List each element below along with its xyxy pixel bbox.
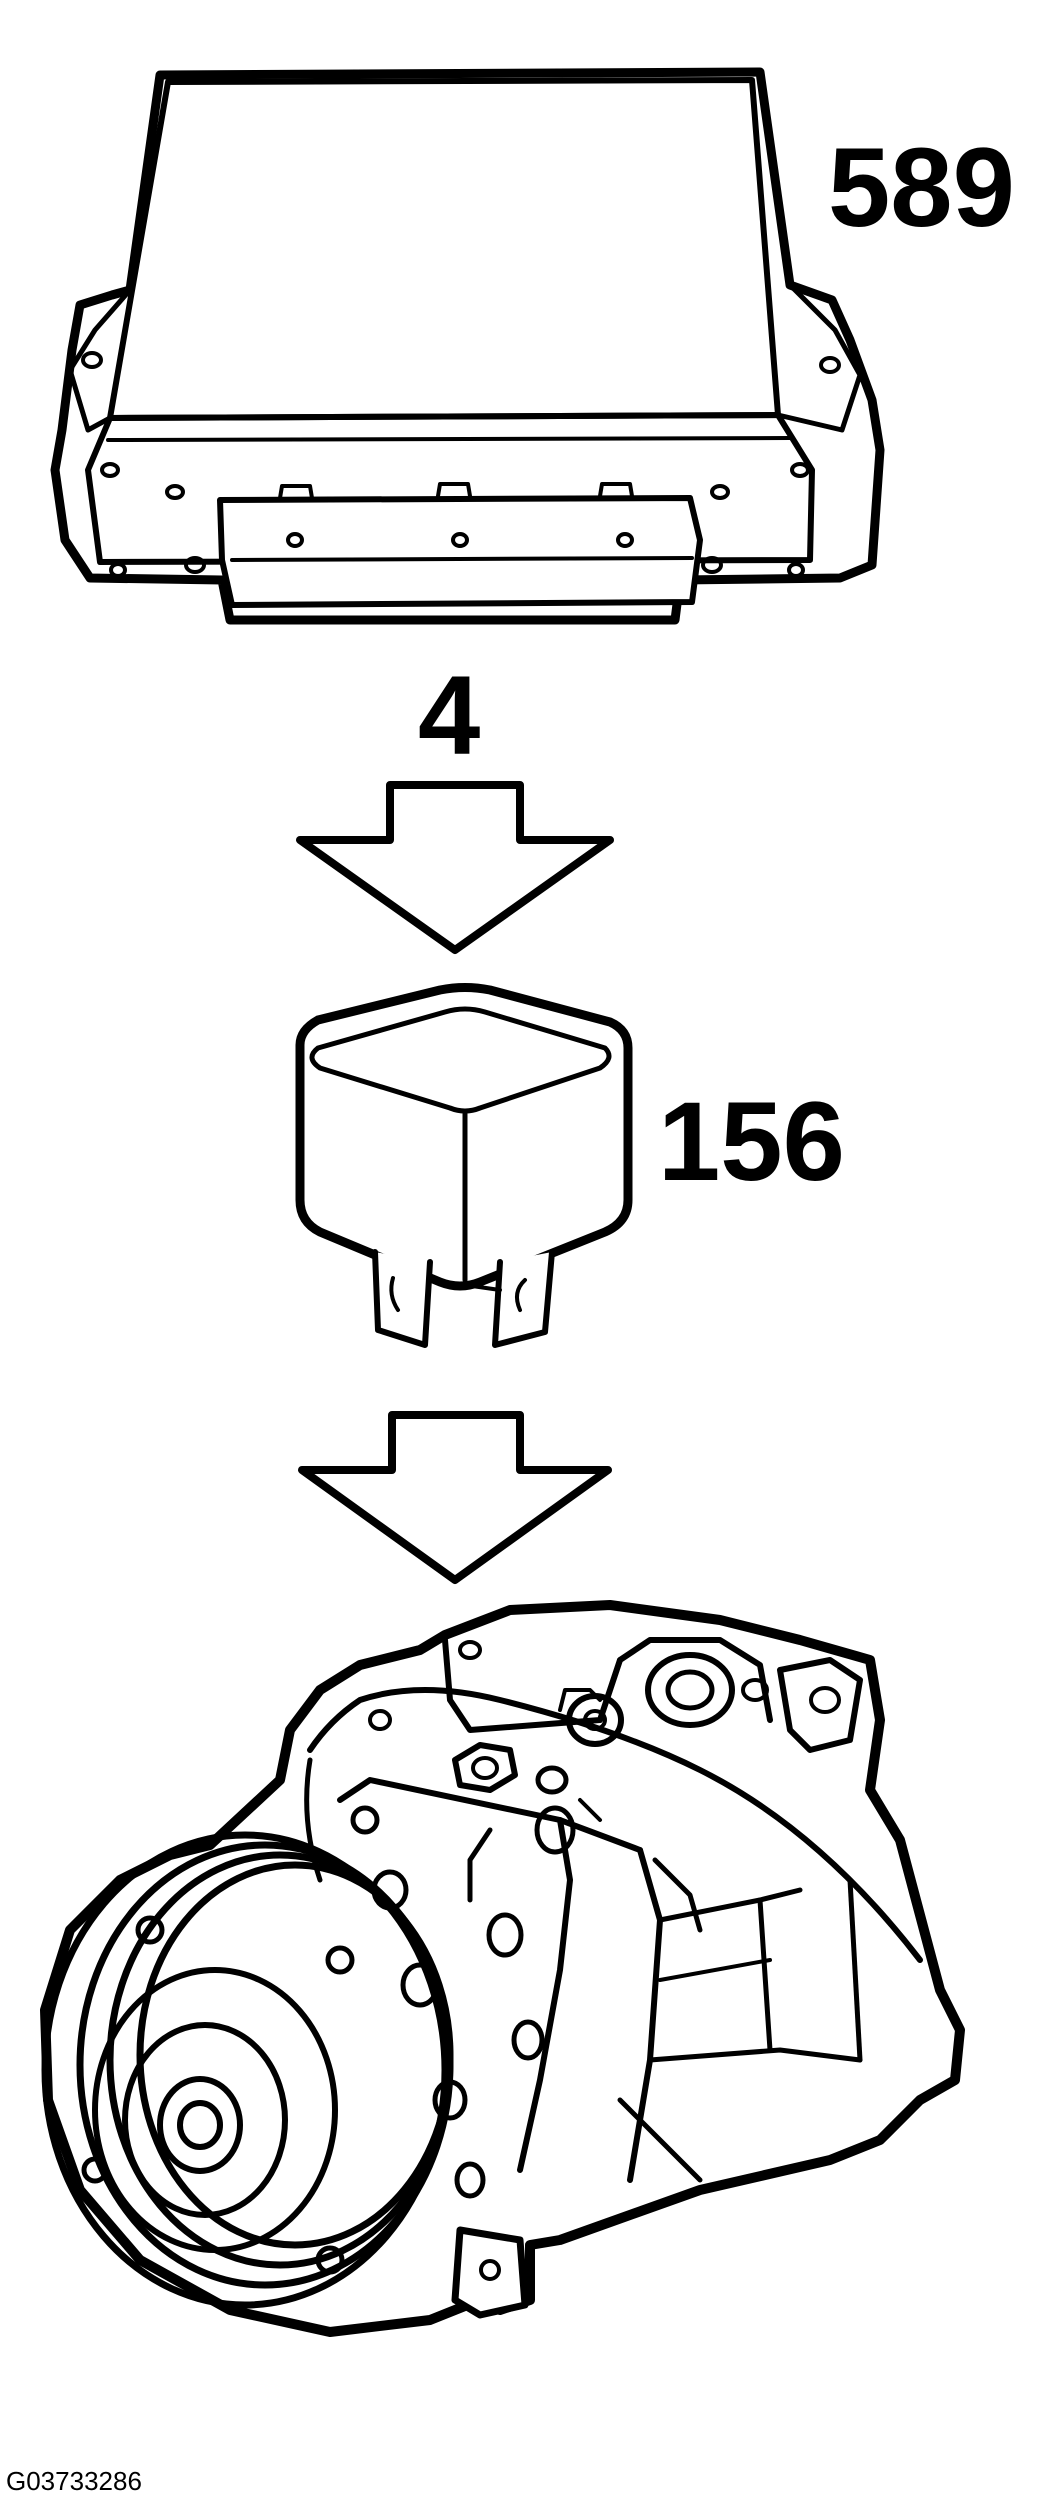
figure-reference: G03733286 xyxy=(6,2466,142,2496)
relay-drawing xyxy=(295,983,633,1348)
callout-control-module: 589 xyxy=(828,125,1015,250)
flow-arrow-lower xyxy=(298,1411,612,1584)
callout-signal: 4 xyxy=(418,653,481,778)
callout-relay: 156 xyxy=(658,1079,845,1204)
ac-compressor-drawing xyxy=(40,1600,965,2337)
flow-arrow-upper xyxy=(296,781,614,954)
control-module-drawing xyxy=(50,67,885,625)
